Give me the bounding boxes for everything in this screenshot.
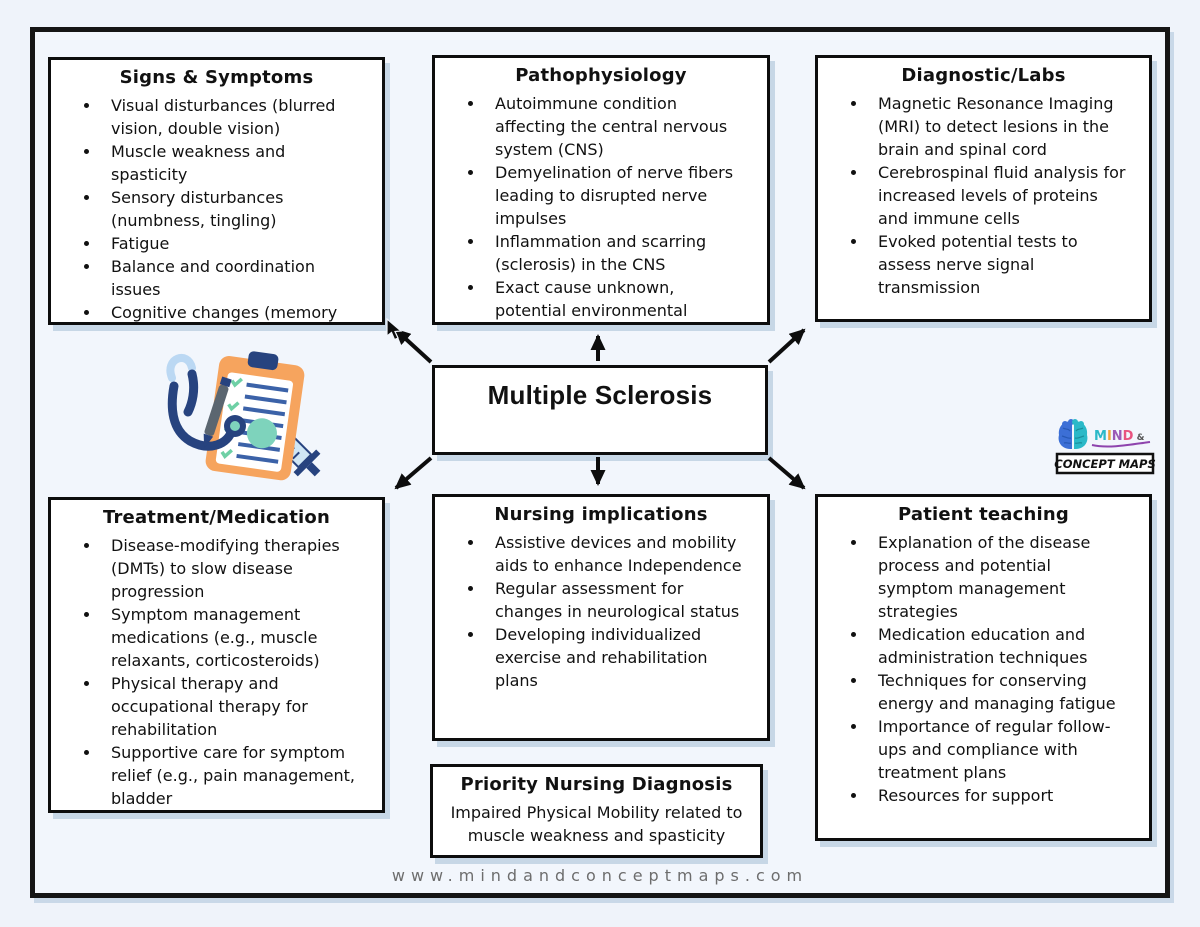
logo-word-mind: MIND & [1094,429,1145,444]
brain-icon [1058,419,1088,449]
box-title: Pathophysiology [515,65,687,86]
bullet-item: Balance and coordination issues [101,255,362,301]
diagram-central-topic: Multiple Sclerosis [487,380,713,410]
card-priority-nursing-diagnosis: Priority Nursing Diagnosis Impaired Phys… [430,764,763,858]
box-title: Signs & Symptoms [119,67,314,88]
card-nursing-implications: Nursing implications Assistive devices a… [432,494,770,741]
card-treatment-medication: Treatment/Medication Disease-modifying t… [48,497,385,813]
bullet-item: Developing individualized exercise and r… [485,623,747,692]
bullet-item: Importance of regular follow-ups and com… [868,715,1129,784]
bullet-list: Disease-modifying therapies (DMTs) to sl… [51,534,382,810]
box-title: Nursing implications [494,504,708,525]
bullet-item: Supportive care for symptom relief (e.g.… [101,741,362,810]
bullet-item: Cognitive changes (memory [101,301,362,322]
card-signs-symptoms: Signs & Symptoms Visual disturbances (bl… [48,57,385,325]
box-title: Treatment/Medication [102,507,331,528]
website-url: www.mindandconceptmaps.com [391,866,809,885]
bullet-list: Explanation of the disease process and p… [818,531,1149,807]
bullet-item: Symptom management medications (e.g., mu… [101,603,362,672]
box-title: Patient teaching [897,504,1070,525]
box-title: Diagnostic/Labs [901,65,1066,86]
card-multiple-sclerosis: Multiple Sclerosis [432,365,768,455]
bullet-item: Physical therapy and occupational therap… [101,672,362,741]
medical-clipboard-icon [166,351,321,481]
bullet-item: Explanation of the disease process and p… [868,531,1129,623]
bullet-item: Disease-modifying therapies (DMTs) to sl… [101,534,362,603]
bullet-list: Visual disturbances (blurred vision, dou… [51,94,382,322]
bullet-item: Fatigue [101,232,362,255]
bullet-item: Medication education and administration … [868,623,1129,669]
mind-and-concept-maps-logo: MIND & CONCEPT MAPS [1054,419,1156,475]
bullet-item: Autoimmune condition affecting the centr… [485,92,747,161]
bullet-list: Magnetic Resonance Imaging (MRI) to dete… [818,92,1149,299]
bullet-item: Visual disturbances (blurred vision, dou… [101,94,362,140]
bullet-item: Cerebrospinal fluid analysis for increas… [868,161,1129,230]
bullet-item: Muscle weakness and spasticity [101,140,362,186]
bullet-item: Evoked potential tests to assess nerve s… [868,230,1129,299]
mouse-cursor-icon [386,318,403,341]
bullet-item: Demyelination of nerve fibers leading to… [485,161,747,230]
card-diagnostic-labs: Diagnostic/Labs Magnetic Resonance Imagi… [815,55,1152,322]
bullet-list: Assistive devices and mobility aids to e… [435,531,767,692]
magnifier-lens-icon [246,418,277,449]
bullet-item: Magnetic Resonance Imaging (MRI) to dete… [868,92,1129,161]
bullet-item: Techniques for conserving energy and man… [868,669,1129,715]
bullet-item: Regular assessment for changes in neurol… [485,577,747,623]
bullet-item: Assistive devices and mobility aids to e… [485,531,747,577]
box-title: Priority Nursing Diagnosis [460,774,733,795]
stethoscope-icon [166,354,246,451]
clipboard-icon [205,351,305,481]
bullet-list: Autoimmune condition affecting the centr… [435,92,767,322]
pen-icon [203,376,232,449]
logo-banner-box [1055,452,1155,475]
card-patient-teaching: Patient teaching Explanation of the dise… [815,494,1152,841]
bullet-item: Sensory disturbances (numbness, tingling… [101,186,362,232]
bullet-item: Resources for support [868,784,1129,807]
bullet-item: Inflammation and scarring (sclerosis) in… [485,230,747,276]
priority-diagnosis-text: Impaired Physical Mobility related to mu… [450,803,743,845]
bullet-item: Exact cause unknown, potential environme… [485,276,747,322]
card-pathophysiology: Pathophysiology Autoimmune condition aff… [432,55,770,325]
logo-word-concept-maps: CONCEPT MAPS [1054,457,1155,471]
